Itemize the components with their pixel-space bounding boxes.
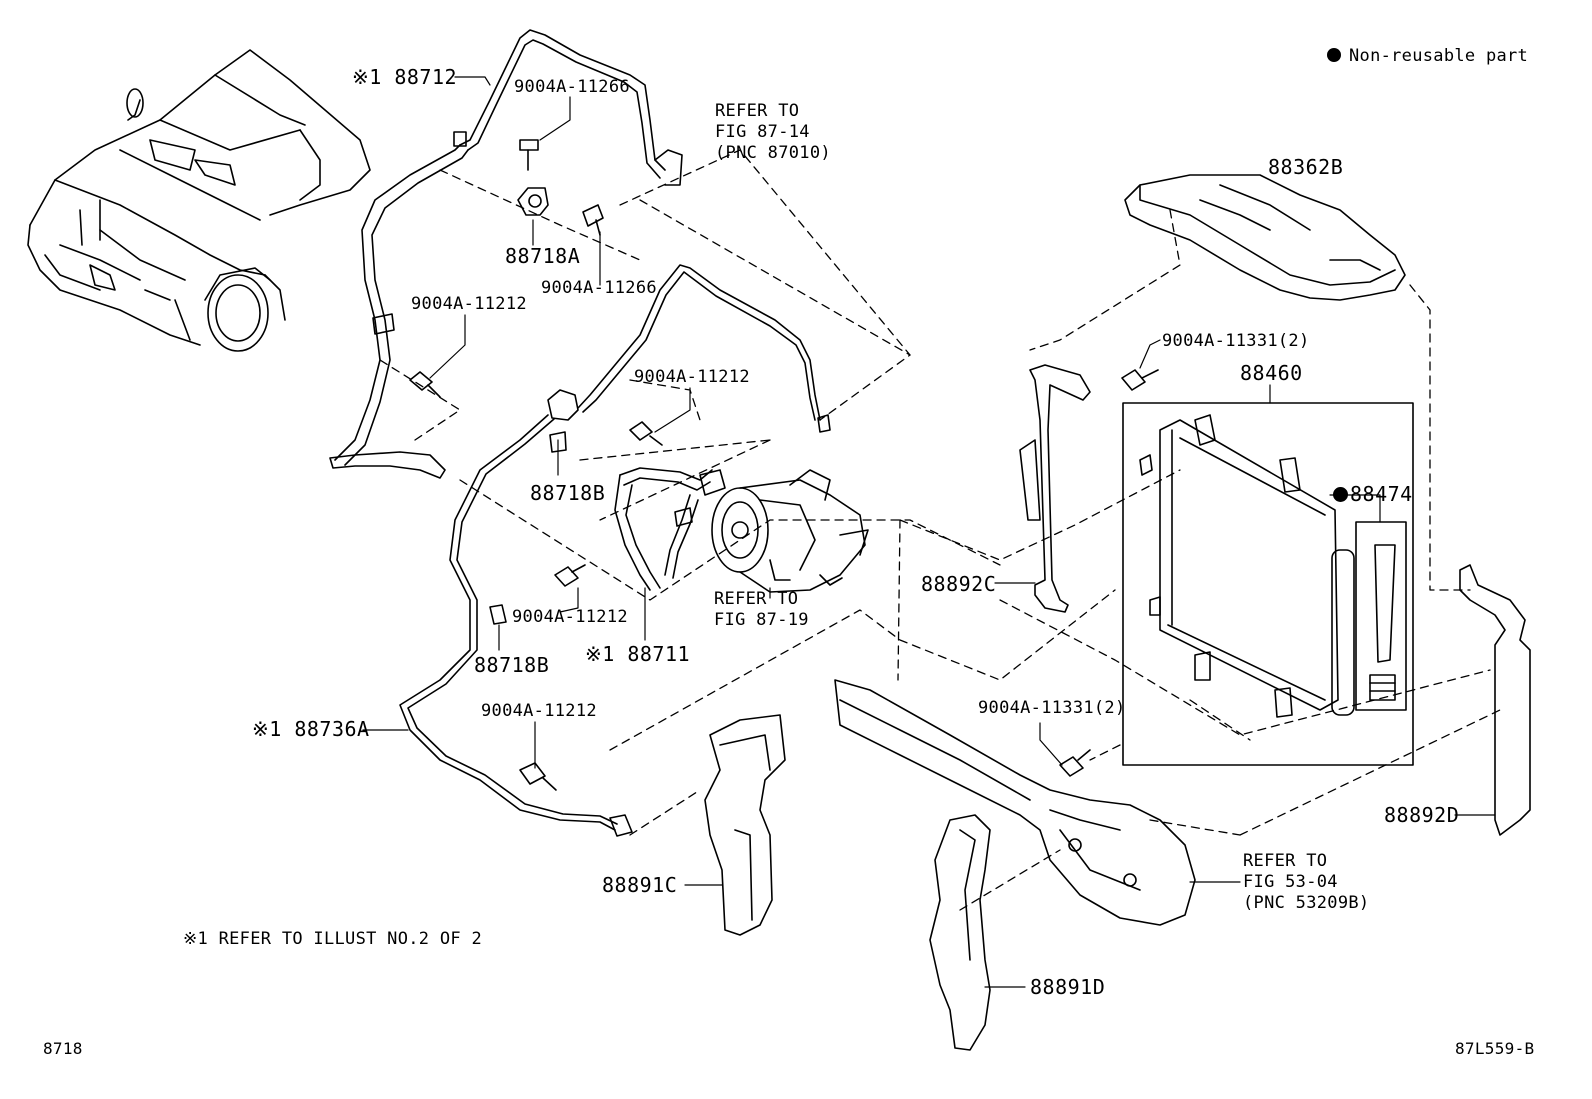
label-88891C[interactable]: 88891C [602,873,678,897]
hose-88711 [614,467,726,591]
label-88460[interactable]: 88460 [1240,361,1303,385]
legend-text: Non-reusable part [1349,46,1529,66]
label-88892D[interactable]: 88892D [1384,803,1460,827]
compressor [711,469,869,593]
seal-88891D [929,814,991,1051]
label-88736A[interactable]: ※1 88736A [252,717,370,741]
label-88718B-low[interactable]: 88718B [474,653,550,677]
label-88711[interactable]: ※1 88711 [585,642,691,666]
label-88474[interactable]: 88474 [1333,483,1413,505]
label-refer-fig-87-19[interactable]: REFER TO FIG 87-19 [714,589,809,630]
pipe-88736A [399,264,831,837]
label-88892C[interactable]: 88892C [921,572,997,596]
label-9004A-11331-low[interactable]: 9004A-11331(2) [978,698,1126,718]
label-88474-text: 88474 [1350,482,1413,506]
label-88362B[interactable]: 88362B [1268,155,1344,179]
crossmember-front [834,679,1196,926]
label-9004A-11212-low[interactable]: 9004A-11212 [512,607,628,627]
label-9004A-11212-center[interactable]: 9004A-11212 [634,367,750,387]
non-reusable-dot-icon [1333,487,1348,502]
hose-88712 [329,29,683,479]
label-88891D[interactable]: 88891D [1030,975,1106,999]
clamp-88718B-low [489,604,507,625]
refer-illust-note: ※1 REFER TO ILLUST NO.2 OF 2 [183,929,482,949]
bracket-88892C [1019,364,1091,613]
label-9004A-11266-mid[interactable]: 9004A-11266 [541,278,657,298]
label-9004A-11212-bottom[interactable]: 9004A-11212 [481,701,597,721]
legend: Non-reusable part [1327,46,1528,66]
clamp-88718A [517,139,549,216]
condenser-88460 [1122,402,1414,766]
label-88712[interactable]: ※1 88712 [352,65,458,89]
leader-lines [362,76,1496,988]
non-reusable-dot-icon [1327,48,1341,62]
label-9004A-11266-top[interactable]: 9004A-11266 [514,77,630,97]
assembly-lines [379,149,1501,911]
label-9004A-11212-left[interactable]: 9004A-11212 [411,294,527,314]
dryer-88474 [1355,521,1407,711]
radiator-support-88362B [1124,174,1406,301]
label-88718B-top[interactable]: 88718B [530,481,606,505]
figure-number: 8718 [43,1039,83,1058]
label-refer-fig-87-14[interactable]: REFER TO FIG 87-14 (PNC 87010) [715,101,831,163]
vehicle-inset [27,49,371,352]
label-88718A[interactable]: 88718A [505,244,581,268]
bracket-88892D [1459,564,1531,836]
label-9004A-11331-top[interactable]: 9004A-11331(2) [1162,331,1310,351]
label-refer-fig-53-04[interactable]: REFER TO FIG 53-04 (PNC 53209B) [1243,851,1370,913]
bolt-group-upper [409,204,1159,791]
seal-88891C [704,714,786,936]
illustration-code: 87L559-B [1455,1039,1535,1058]
